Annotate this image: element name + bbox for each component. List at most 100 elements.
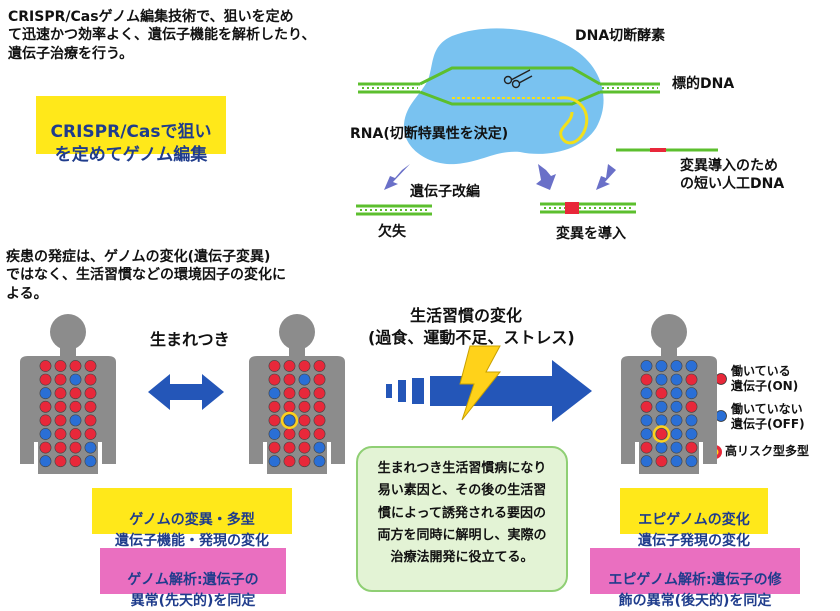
gene-dot <box>268 441 281 454</box>
gene-dot <box>39 373 52 386</box>
gene-dot <box>283 400 296 413</box>
gene-dot <box>39 414 52 427</box>
gene-dot <box>268 373 281 386</box>
crispr-intro-text: CRISPR/Casゲノム編集技術で、狙いを定め て迅速かつ効率よく、遺伝子機能… <box>8 9 316 62</box>
gene-dot <box>655 414 668 427</box>
gene-dot <box>69 387 82 400</box>
gene-dot <box>283 455 296 468</box>
genome-analysis-text: ゲノム解析:遺伝子の 異常(先天的)を同定 <box>127 572 259 609</box>
gene-dot <box>84 455 97 468</box>
gene-dot <box>313 441 326 454</box>
target-dna <box>358 66 660 106</box>
genome-change-box: ゲノムの変異・多型 遺伝子機能・発現の変化 <box>92 488 292 549</box>
gene-dot <box>685 373 698 386</box>
gene-dot <box>313 360 326 372</box>
gene-dot <box>69 428 82 440</box>
figure-neck <box>289 346 305 358</box>
rna-label: RNA(切断特異性を決定) <box>350 126 509 142</box>
gene-dot <box>268 400 281 413</box>
figure-body <box>20 356 116 474</box>
arrow-to-deletion <box>384 164 410 190</box>
gene-dot <box>84 400 97 413</box>
gene-dot <box>670 360 683 372</box>
crispr-headline-box: CRISPR/Casで狙い を定めてゲノム編集 <box>36 96 226 165</box>
gene-dot <box>655 373 668 386</box>
figure-body <box>249 356 345 474</box>
gene-dot <box>69 441 82 454</box>
gene-dot <box>640 387 653 400</box>
human-figure <box>621 314 717 474</box>
gene-dot <box>655 455 668 468</box>
center-summary-text: 生まれつき生活習慣病になり 易い素因と、その後の生活習 慣によって誘発される要因… <box>377 461 547 566</box>
gene-dot <box>685 414 698 427</box>
gene-dot <box>298 373 311 386</box>
gene-dot <box>39 387 52 400</box>
epigenome-change-box: エピゲノムの変化 遺伝子発現の変化 <box>620 488 768 549</box>
gene-dot <box>283 428 296 440</box>
gene-dot <box>313 387 326 400</box>
gene-dot <box>54 428 67 440</box>
gene-dot <box>54 455 67 468</box>
gene-dot <box>283 414 296 427</box>
figure-body <box>621 356 717 474</box>
gene-dot <box>313 455 326 468</box>
center-summary-box: 生まれつき生活習慣病になり 易い素因と、その後の生活習 慣によって誘発される要因… <box>356 446 568 592</box>
gene-dot <box>54 360 67 372</box>
gene-dot <box>39 455 52 468</box>
gene-dot <box>685 428 698 440</box>
mutation-label: 変異を導入 <box>556 226 626 242</box>
gene-dot <box>640 455 653 468</box>
gene-dot <box>670 455 683 468</box>
gene-dot <box>298 428 311 440</box>
gene-dot <box>655 441 668 454</box>
gene-dot <box>69 373 82 386</box>
gene-dot <box>670 441 683 454</box>
gene-dot <box>298 414 311 427</box>
gene-dot <box>670 414 683 427</box>
risk-variant-ring <box>652 425 671 443</box>
donor-dna-label: 変異導入のため の短い人工DNA <box>680 158 785 192</box>
gene-dot <box>84 360 97 372</box>
figure-head <box>651 314 687 350</box>
lifestyle-detail: (過食、運動不足、ストレス) <box>368 328 575 347</box>
gene-dot <box>298 455 311 468</box>
lightning-icon <box>459 345 502 421</box>
gene-dot <box>39 441 52 454</box>
gene-dot <box>54 414 67 427</box>
gene-dot <box>313 373 326 386</box>
target-dna-label: 標的DNA <box>672 76 735 92</box>
gene-dot <box>670 400 683 413</box>
disease-intro-text: 疾患の発症は、ゲノムの変化(遺伝子変異) ではなく、生活習慣などの環境因子の変化… <box>6 249 286 302</box>
risk-variant-ring <box>280 411 299 430</box>
enzyme-label: DNA切断酵素 <box>575 28 666 44</box>
epigenome-change-text: エピゲノムの変化 遺伝子発現の変化 <box>638 512 750 549</box>
human-figure <box>20 314 116 474</box>
gene-dot <box>283 387 296 400</box>
gene-dot <box>268 360 281 372</box>
gene-dot <box>655 428 668 440</box>
gene-on-marker <box>715 373 727 385</box>
gene-dot <box>640 400 653 413</box>
gene-dot <box>298 360 311 372</box>
deletion-label: 欠失 <box>378 224 406 240</box>
gene-dot <box>685 400 698 413</box>
gene-dot <box>298 441 311 454</box>
deletion-product <box>356 204 432 216</box>
figure-head <box>50 314 86 350</box>
gene-dot <box>685 441 698 454</box>
gene-dot <box>39 400 52 413</box>
legend-on-label: 働いている 遺伝子(ON) <box>731 364 799 393</box>
gene-dot <box>685 387 698 400</box>
gene-dot <box>54 441 67 454</box>
gene-dot <box>685 360 698 372</box>
gene-dot <box>640 414 653 427</box>
gene-dot <box>298 400 311 413</box>
arrow-to-mutation <box>536 164 556 190</box>
inborn-label: 生まれつき <box>150 330 230 349</box>
gene-dot <box>685 455 698 468</box>
figure-neck <box>661 346 677 358</box>
cas9-enzyme <box>403 28 604 165</box>
legend-risk-label: 高リスク型多型 <box>725 444 810 458</box>
lifestyle-title: 生活習慣の変化 <box>410 306 523 325</box>
figure-neck <box>60 346 76 358</box>
